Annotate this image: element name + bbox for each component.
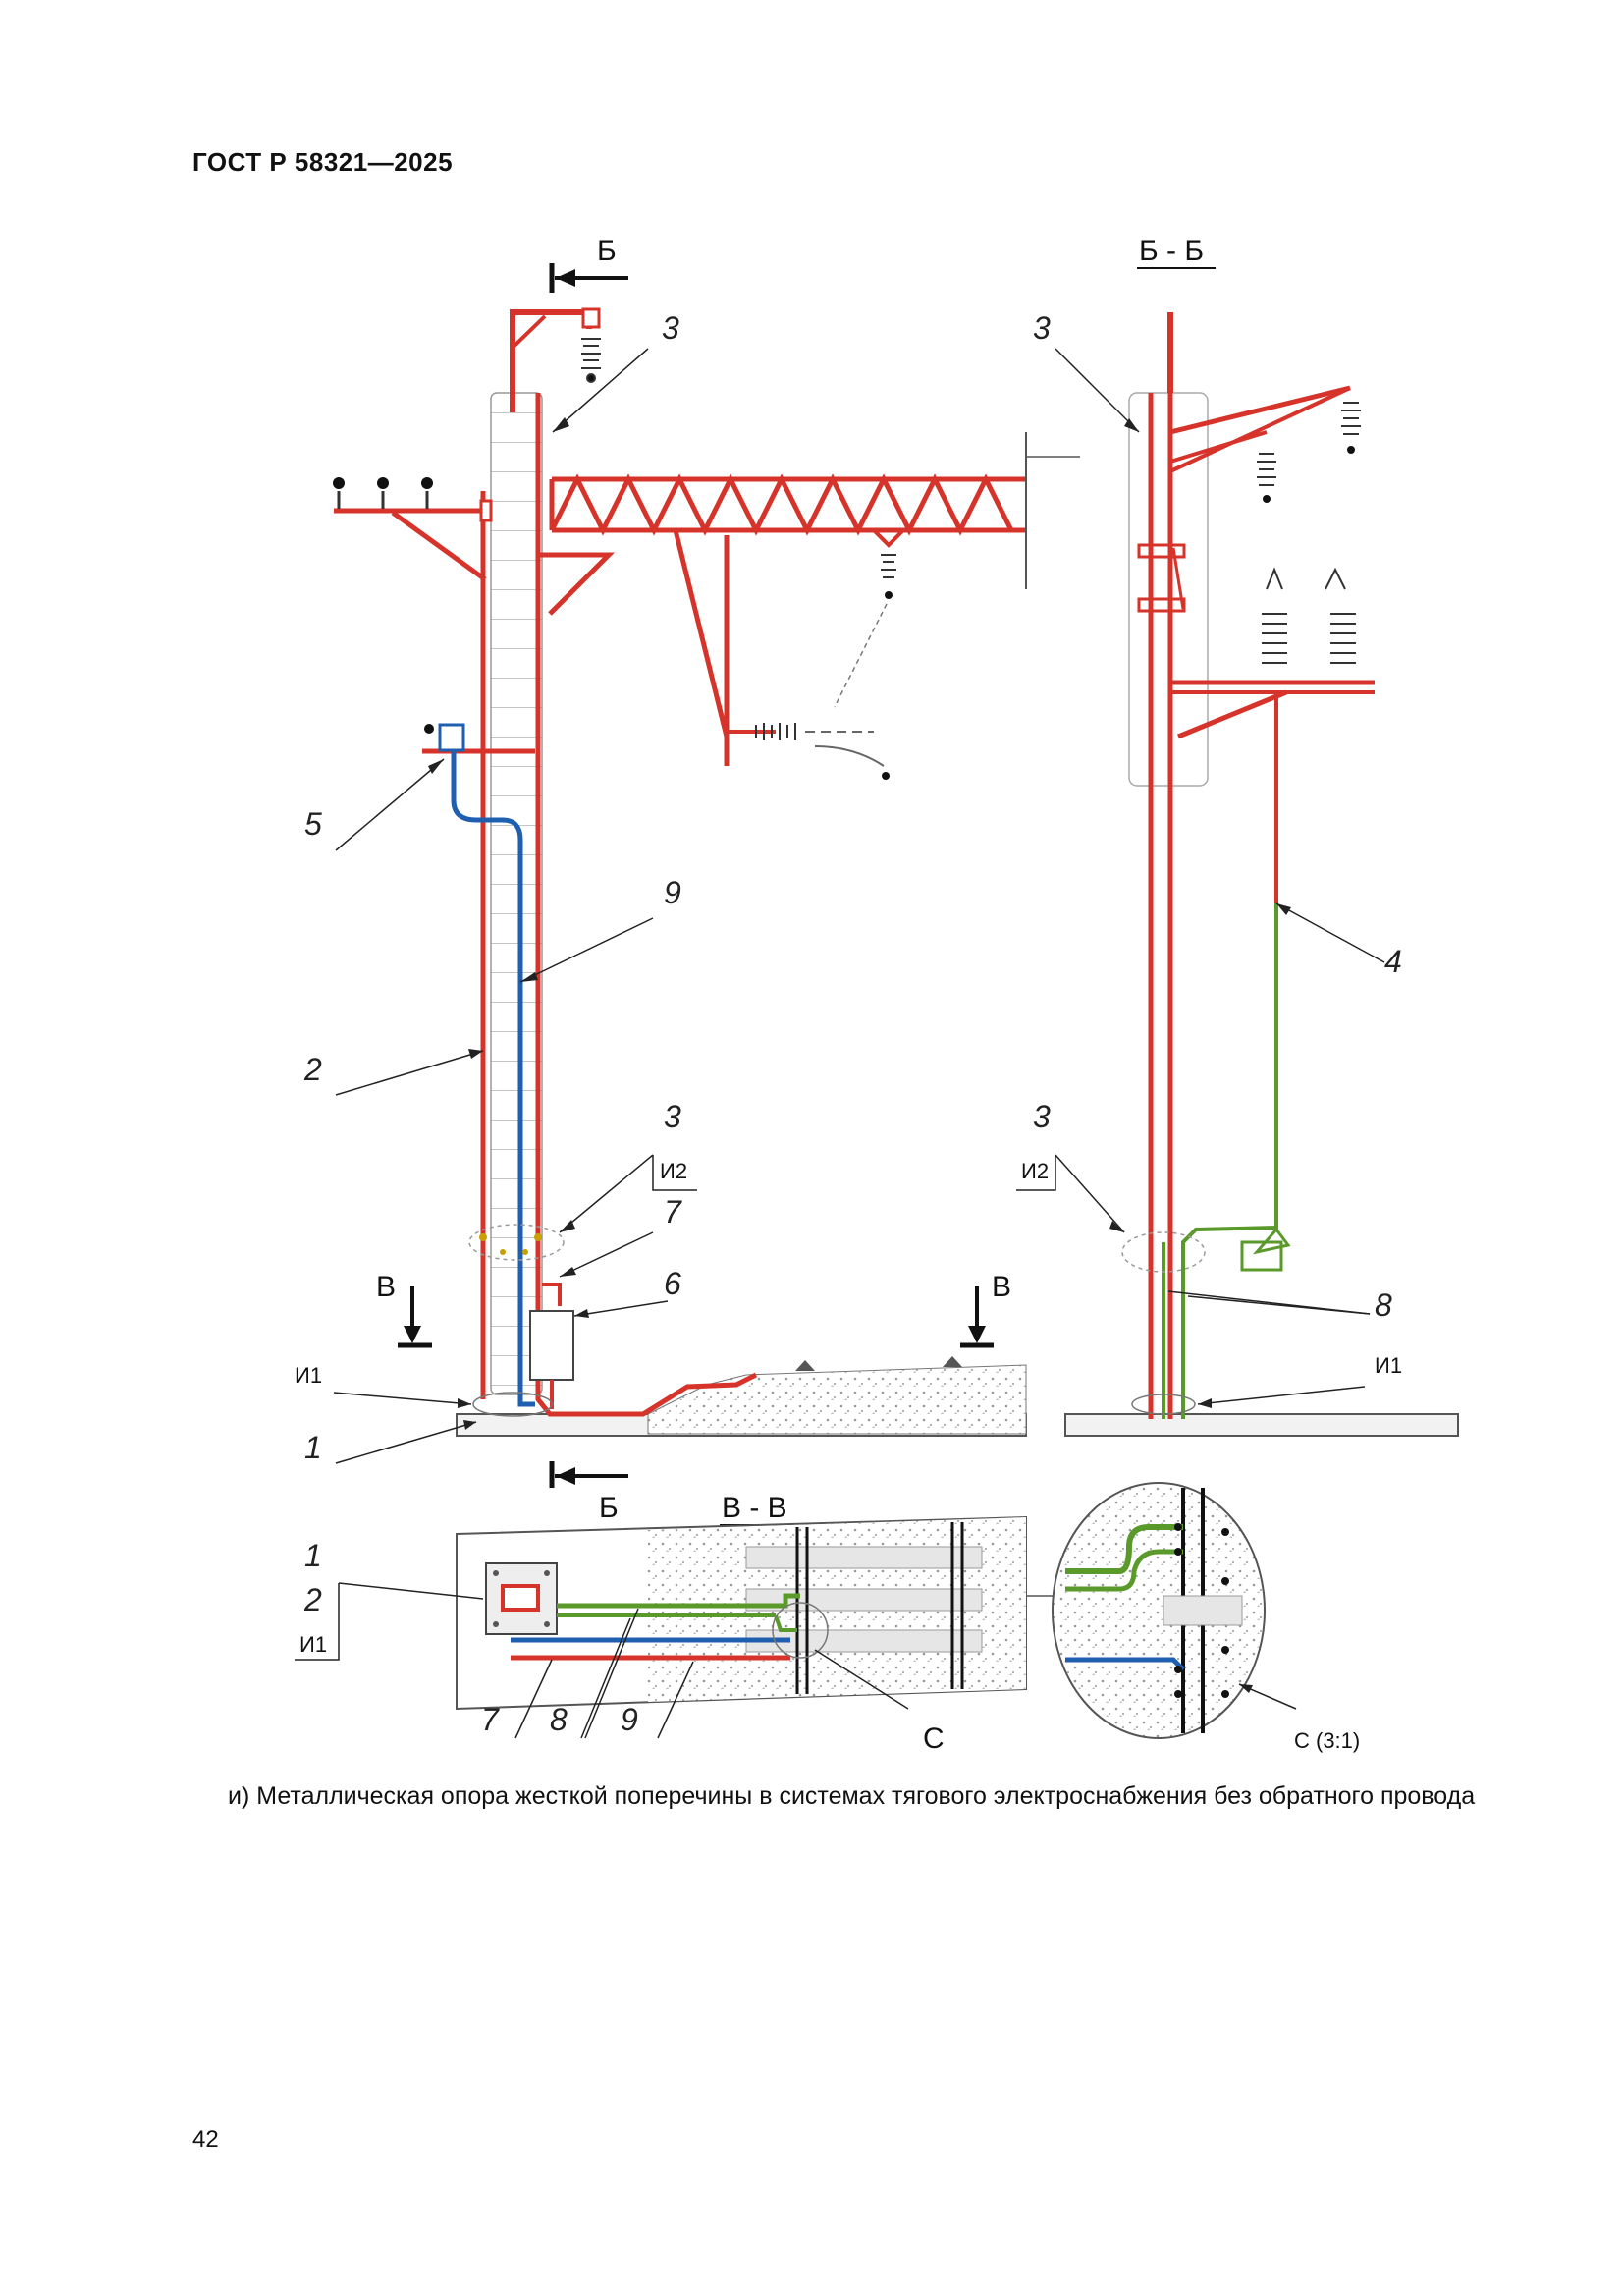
detail-i1-mark (472, 1392, 553, 1417)
plan-label-2: 2 (303, 1582, 322, 1617)
crossbeam-truss (549, 473, 1026, 536)
detail-i2-mark (468, 1224, 565, 1261)
label-3d: 3 (1033, 1099, 1051, 1134)
label-4: 4 (1384, 944, 1402, 979)
label-2: 2 (303, 1052, 322, 1087)
section-vv-title: В - В (722, 1492, 787, 1524)
pole-lattice (490, 392, 543, 1395)
document-header: ГОСТ Р 58321—2025 (192, 147, 454, 177)
blue-cable (451, 751, 535, 1407)
c-mark: С (923, 1722, 945, 1755)
ground-slab-right (1064, 1413, 1459, 1437)
rail (795, 1360, 815, 1371)
arrester-box (438, 723, 465, 752)
plan-label-i1: И1 (299, 1632, 327, 1657)
plan-label-8: 8 (550, 1702, 568, 1737)
section-v-right: В (992, 1271, 1011, 1303)
left-view: Б Б В В (295, 235, 1080, 1524)
section-v-left: В (376, 1271, 396, 1303)
plan-label-7: 7 (481, 1702, 500, 1737)
plan-label-9: 9 (621, 1702, 638, 1737)
right-view-bb: Б - Б (1016, 235, 1459, 1437)
label-7: 7 (664, 1194, 682, 1230)
label-1: 1 (304, 1430, 322, 1465)
label-9: 9 (664, 875, 681, 910)
label-3b: 3 (664, 1099, 681, 1134)
spark-gap-box (529, 1310, 574, 1381)
rail (943, 1356, 962, 1367)
ballast (647, 1364, 1027, 1435)
page-number: 42 (192, 2126, 219, 2153)
label-i1a: И1 (295, 1363, 322, 1388)
label-i2b: И2 (1021, 1159, 1049, 1183)
green-cable-bb (1181, 903, 1278, 1419)
label-8: 8 (1375, 1287, 1392, 1323)
label-i1b: И1 (1375, 1353, 1402, 1378)
label-i2a: И2 (660, 1159, 687, 1183)
label-3a: 3 (662, 310, 679, 346)
label-3c: 3 (1033, 310, 1051, 346)
section-b-bottom: Б (599, 1492, 619, 1524)
section-b-top: Б (597, 235, 617, 267)
figure-caption: и) Металлическая опора жесткой поперечин… (228, 1782, 1476, 1810)
plan-view-vv: В - В (295, 1492, 1075, 1755)
section-bb-title: Б - Б (1139, 235, 1204, 267)
label-5: 5 (304, 806, 322, 842)
label-6: 6 (664, 1266, 681, 1301)
c-detail-label: С (3:1) (1294, 1728, 1360, 1753)
detail-c: С (3:1) (1052, 1482, 1360, 1753)
plan-label-1: 1 (304, 1538, 322, 1573)
top-insulator (581, 307, 601, 383)
